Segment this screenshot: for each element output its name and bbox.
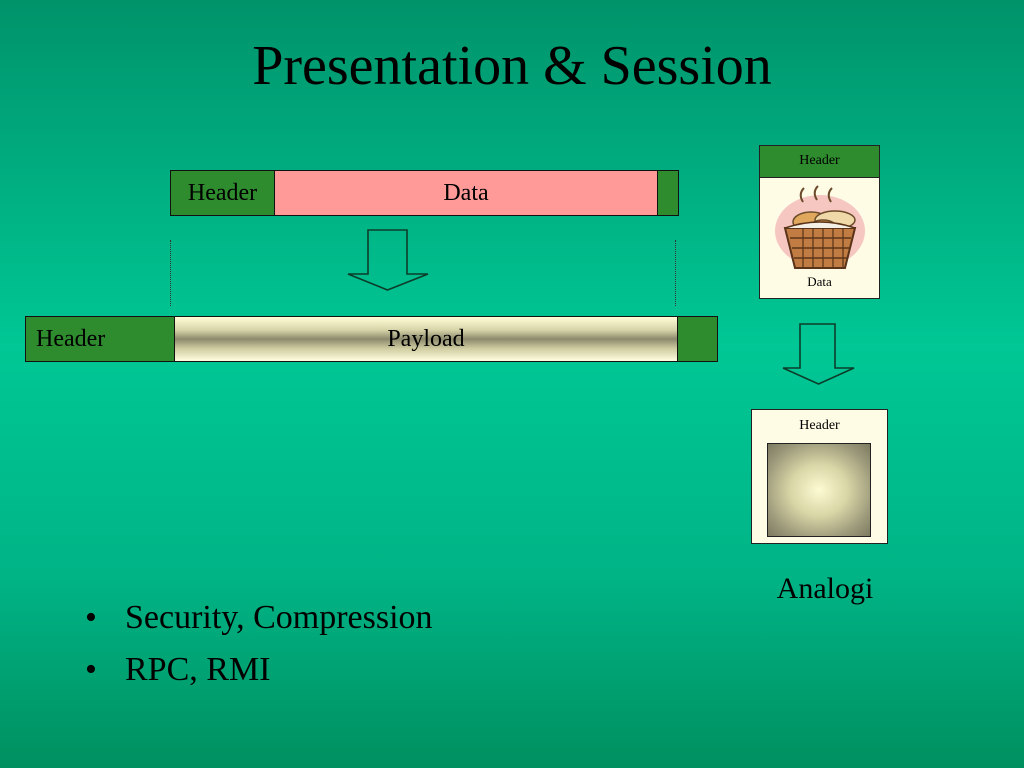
analogy-card-top-header: Header bbox=[760, 146, 879, 178]
payload-label: Payload bbox=[387, 326, 465, 352]
guide-line-left bbox=[170, 240, 171, 306]
bottom-header-label: Header bbox=[36, 326, 106, 352]
bottom-header-cell: Header bbox=[25, 316, 175, 362]
bullet-text: Security, Compression bbox=[125, 599, 433, 636]
analogy-caption: Analogi bbox=[776, 572, 874, 605]
bullet-marker: • bbox=[85, 599, 97, 636]
analogy-card-bottom-header: Header bbox=[799, 418, 840, 433]
top-data-cell: Data bbox=[274, 170, 658, 216]
slide-title: Presentation & Session bbox=[252, 35, 772, 97]
top-data-label: Data bbox=[443, 180, 489, 206]
bullet-item: • RPC, RMI bbox=[85, 644, 433, 696]
top-trailer-cell bbox=[657, 170, 679, 216]
top-header-cell: Header bbox=[170, 170, 275, 216]
analogy-down-arrow-icon bbox=[782, 323, 855, 385]
guide-line-right bbox=[675, 240, 676, 306]
bottom-trailer-cell bbox=[677, 316, 718, 362]
top-header-label: Header bbox=[187, 180, 258, 206]
bullet-item: • Security, Compression bbox=[85, 592, 433, 644]
bread-basket-icon bbox=[775, 185, 865, 269]
wrapped-box-icon bbox=[767, 443, 871, 537]
analogy-card-top: Header Data bbox=[759, 145, 880, 299]
down-arrow-icon bbox=[347, 229, 429, 291]
analogy-card-top-data-label: Data bbox=[807, 274, 832, 289]
bullet-list: • Security, Compression • RPC, RMI bbox=[85, 592, 433, 696]
payload-cell: Payload bbox=[174, 316, 678, 362]
bullet-text: RPC, RMI bbox=[125, 651, 271, 688]
analogy-card-bottom: Header bbox=[751, 409, 888, 544]
bullet-marker: • bbox=[85, 651, 97, 688]
